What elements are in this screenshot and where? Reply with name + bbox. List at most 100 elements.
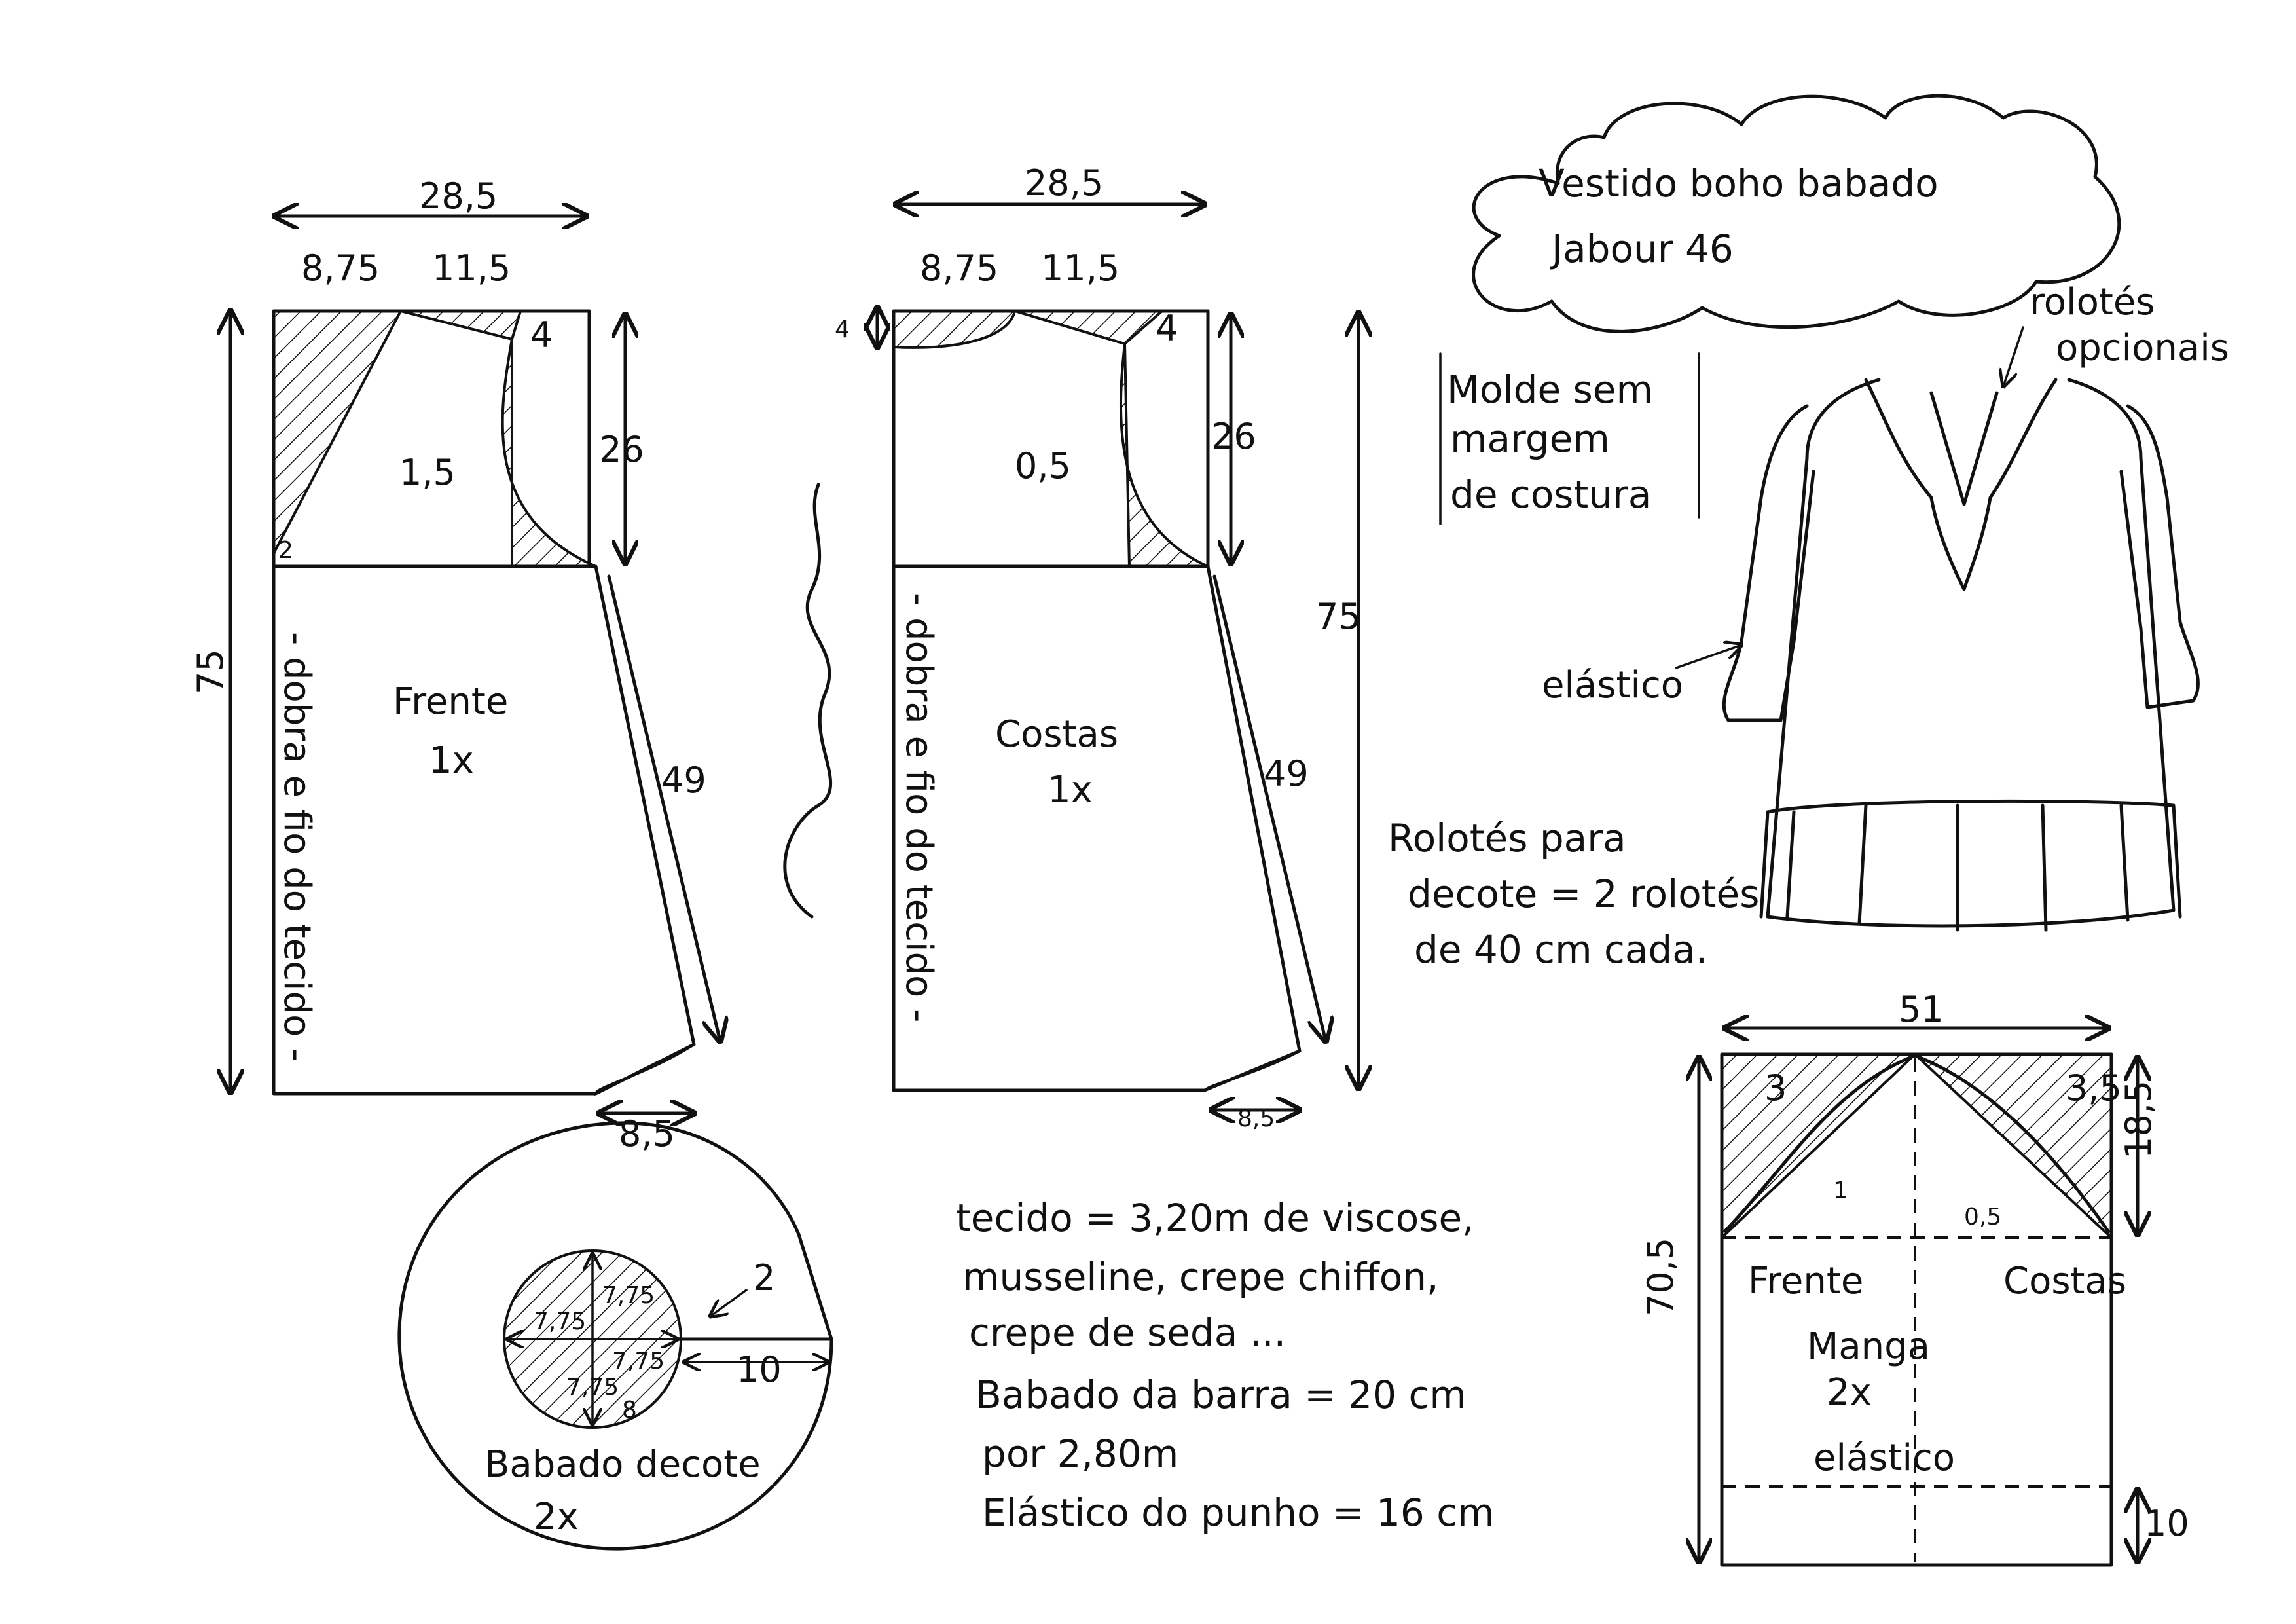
sleeve-back-label: Costas bbox=[2003, 1260, 2126, 1302]
sleeve-front-label: Frente bbox=[1748, 1260, 1863, 1302]
front-piece-name: Frente bbox=[393, 680, 508, 723]
sleeve-cap-front-curve bbox=[1723, 1054, 1917, 1233]
back-armhole-curve-label: 0,5 bbox=[1015, 445, 1071, 487]
sleeve-back-curve-label: 3,5 bbox=[2066, 1067, 2122, 1109]
front-armhole-hatch bbox=[501, 339, 596, 568]
front-piece-qty: 1x bbox=[429, 739, 474, 782]
sketch-elastic-label: elástico bbox=[1542, 664, 1683, 707]
ruffle-radius-right: 7,75 bbox=[612, 1348, 665, 1375]
sketch-neck-ruffle bbox=[1864, 378, 2058, 591]
ruffle-qty: 2x bbox=[534, 1496, 579, 1538]
back-neckline-hatch bbox=[892, 310, 1017, 349]
cloud-outline bbox=[1472, 94, 2121, 333]
signature bbox=[783, 483, 832, 919]
signature-scribble bbox=[783, 483, 832, 919]
back-hem-flare-label: 8,5 bbox=[1237, 1105, 1275, 1132]
front-shoulder-drop-label: 4 bbox=[530, 314, 553, 356]
materials-line-5: por 2,80m bbox=[982, 1431, 1178, 1476]
front-fold-text: - dobra e fio do tecido - bbox=[276, 632, 318, 1061]
rolotes-line-2: decote = 2 rolotés bbox=[1408, 872, 1759, 916]
materials-line-2: musseline, crepe chiffon, bbox=[962, 1255, 1438, 1299]
notice-line-1: Molde sem bbox=[1447, 367, 1653, 412]
sleeve-cuff-label: 10 bbox=[2144, 1503, 2189, 1544]
notice-line-3: de costura bbox=[1450, 472, 1651, 517]
ruffle-width-label: 10 bbox=[737, 1349, 782, 1390]
sleeve-name: Manga bbox=[1807, 1325, 1930, 1368]
back-length-label: 75 bbox=[1316, 596, 1361, 637]
ruffle-center-mark: 8 bbox=[622, 1397, 637, 1424]
sketch-elastic-arrow bbox=[1675, 645, 1741, 669]
back-side-arrow bbox=[1212, 574, 1326, 1041]
back-side-seam-label: 49 bbox=[1264, 753, 1309, 794]
back-hem-hatch bbox=[1203, 1050, 1300, 1092]
front-piece: 28,5 8,75 11,5 4 1,5 26 2 75 49 8,5 Fren… bbox=[190, 175, 720, 1154]
materials-line-6: Elástico do punho = 16 cm bbox=[982, 1490, 1495, 1535]
front-neckline-hatch bbox=[272, 310, 403, 554]
front-armhole-depth-label: 26 bbox=[599, 429, 644, 470]
sleeve-piece: 51 18,5 70,5 10 3 1 3,5 0,5 Frente Costa… bbox=[1640, 989, 2189, 1567]
sleeve-front-curve-label: 3 bbox=[1764, 1067, 1787, 1109]
materials-line-3: crepe de seda ... bbox=[969, 1310, 1286, 1355]
front-length-label: 75 bbox=[190, 649, 231, 694]
back-armhole-depth-label: 26 bbox=[1211, 416, 1256, 457]
front-side-seam-label: 49 bbox=[661, 760, 706, 801]
back-shoulder-hatch bbox=[1014, 310, 1166, 346]
back-shoulder-drop-label: 4 bbox=[1156, 308, 1178, 349]
ruffle-radius-top: 7,75 bbox=[602, 1282, 655, 1309]
sleeve-cap-back-curve bbox=[1913, 1054, 2110, 1233]
rolotes-line-3: de 40 cm cada. bbox=[1414, 927, 1707, 972]
materials-line-4: Babado da barra = 20 cm bbox=[975, 1373, 1467, 1417]
notice-line-2: margem bbox=[1450, 416, 1610, 461]
sleeve-back-hatch bbox=[1911, 1053, 2113, 1241]
sleeve-front-inner-label: 1 bbox=[1833, 1177, 1848, 1204]
pattern-title: Vestido boho babado bbox=[1539, 161, 1939, 206]
ruffle-name: Babado decote bbox=[484, 1443, 761, 1486]
sketch-rolotes-label: rolotés bbox=[2030, 281, 2155, 323]
ruffle-offset-label: 2 bbox=[753, 1257, 775, 1299]
title-cloud: Vestido boho babado Jabour 46 bbox=[1472, 94, 2121, 333]
materials-note: tecido = 3,20m de viscose, musseline, cr… bbox=[956, 1196, 1495, 1535]
sleeve-length-label: 70,5 bbox=[1640, 1238, 1681, 1316]
front-width-label: 28,5 bbox=[419, 175, 498, 217]
dress-sketch: rolotés opcionais elástico bbox=[1542, 281, 2229, 932]
front-shoulder-label: 11,5 bbox=[432, 248, 511, 289]
sleeve-cap-label: 18,5 bbox=[2118, 1080, 2159, 1159]
front-hem-flare-label: 8,5 bbox=[619, 1113, 675, 1154]
pattern-size: Jabour 46 bbox=[1550, 227, 1734, 271]
materials-line-1: tecido = 3,20m de viscose, bbox=[956, 1196, 1474, 1240]
seam-notice: Molde sem margem de costura bbox=[1439, 352, 1700, 525]
back-armhole-hatch bbox=[1119, 343, 1209, 568]
back-neck-width-label: 8,75 bbox=[920, 248, 998, 289]
rolotes-note: Rolotés para decote = 2 rolotés de 40 cm… bbox=[1388, 816, 1759, 972]
front-neck-depth-label: 2 bbox=[278, 537, 293, 564]
back-piece-name: Costas bbox=[995, 713, 1118, 756]
back-neck-depth-label: 4 bbox=[835, 316, 850, 343]
ruffle-radius-left: 7,75 bbox=[534, 1308, 586, 1335]
sleeve-width-label: 51 bbox=[1899, 989, 1944, 1030]
rolotes-line-1: Rolotés para bbox=[1388, 816, 1626, 860]
sleeve-front-hatch bbox=[1721, 1053, 1919, 1241]
sketch-body bbox=[1759, 378, 2182, 928]
back-piece: 28,5 8,75 11,5 4 4 0,5 26 75 49 8,5 Cost… bbox=[835, 162, 1361, 1132]
sleeve-elastic-label: elástico bbox=[1813, 1437, 1955, 1479]
back-shoulder-label: 11,5 bbox=[1041, 248, 1120, 289]
ruffle-offset-arrow bbox=[710, 1289, 748, 1316]
front-neck-width-label: 8,75 bbox=[301, 248, 380, 289]
sketch-right-sleeve bbox=[2119, 404, 2200, 709]
sketch-rolotes-optional-label: opcionais bbox=[2056, 327, 2229, 369]
front-armhole-curve-label: 1,5 bbox=[399, 452, 456, 493]
back-width-label: 28,5 bbox=[1025, 162, 1103, 204]
sketch-rolotes-arrow bbox=[2003, 326, 2024, 386]
front-shoulder-hatch bbox=[400, 310, 522, 341]
sketch-hem-ruffle bbox=[1766, 799, 2176, 932]
ruffle-outer-spiral bbox=[397, 1121, 833, 1551]
ruffle-radius-bottom: 7,75 bbox=[566, 1374, 619, 1401]
sleeve-qty: 2x bbox=[1827, 1371, 1872, 1414]
back-fold-text: - dobra e fio do tecido - bbox=[898, 593, 940, 1022]
front-hem-hatch bbox=[594, 1043, 695, 1096]
sketch-left-sleeve bbox=[1722, 404, 1815, 722]
front-side-arrow bbox=[607, 574, 720, 1041]
neck-ruffle-piece: 7,75 7,75 7,75 7,75 8 2 10 Babado decote… bbox=[397, 1121, 833, 1551]
sleeve-back-inner-label: 0,5 bbox=[1964, 1204, 2001, 1230]
